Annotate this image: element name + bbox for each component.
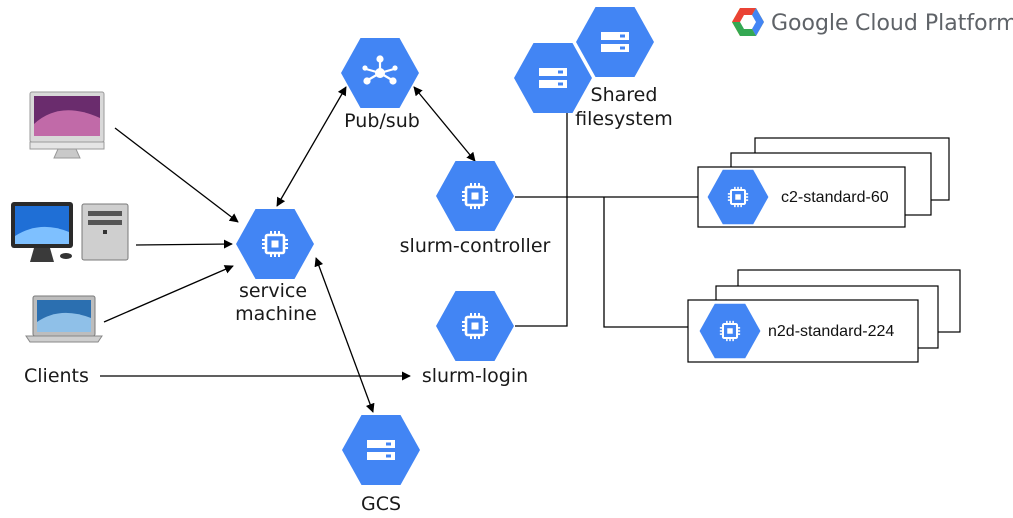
slurm-controller-node[interactable]: slurm-controller: [400, 161, 551, 257]
slurm-controller-label: slurm-controller: [400, 235, 551, 257]
pubsub-controller-arrow: [413, 86, 476, 162]
login-filesystem-line: [515, 112, 568, 327]
pubsub-node[interactable]: Pub/sub: [341, 38, 420, 132]
compute-engine-icon: [460, 311, 490, 341]
clients-label: Clients: [24, 365, 89, 387]
shared-fs-label-line2: filesystem: [575, 108, 673, 130]
service-pubsub-arrow: [276, 86, 347, 207]
shared-fs-label-line1: Shared: [591, 84, 658, 106]
c2-node-stack[interactable]: c2-standard-60: [697, 137, 950, 228]
controller-n2d-line: [603, 197, 688, 328]
pubsub-icon: [362, 55, 398, 85]
compute-engine-icon: [260, 229, 290, 259]
service-gcs-arrow: [314, 257, 375, 413]
gcs-label: GCS: [361, 493, 401, 515]
slurm-login-label: slurm-login: [422, 365, 528, 387]
imac-icon: [29, 91, 105, 159]
service-label-line2: machine: [235, 303, 317, 325]
connections: [100, 86, 698, 413]
laptop-icon: [25, 295, 103, 343]
desktop-to-service-arrow: [135, 239, 233, 249]
service-label-line1: service: [239, 280, 307, 302]
compute-engine-icon: [460, 181, 490, 211]
gcs-node[interactable]: GCS: [342, 415, 420, 515]
imac-to-service-arrow: [114, 127, 239, 223]
brand-google-text: Google: [771, 11, 849, 36]
desktop-pc-icon: [11, 202, 129, 262]
brand-cloud-platform-text: Cloud Platform: [855, 11, 1013, 36]
gcp-logo-icon: [732, 8, 764, 36]
service-machine-node[interactable]: service machine: [235, 209, 317, 325]
shared-filesystem-node[interactable]: Shared filesystem: [514, 7, 673, 130]
c2-node-label: c2-standard-60: [781, 189, 889, 206]
slurm-login-node[interactable]: slurm-login: [422, 291, 528, 387]
laptop-to-service-arrow: [103, 265, 234, 323]
n2d-node-stack[interactable]: n2d-standard-224: [687, 269, 961, 363]
gcp-brand: Google Cloud Platform: [732, 8, 1013, 36]
pubsub-label: Pub/sub: [344, 110, 420, 132]
n2d-node-label: n2d-standard-224: [768, 323, 894, 340]
